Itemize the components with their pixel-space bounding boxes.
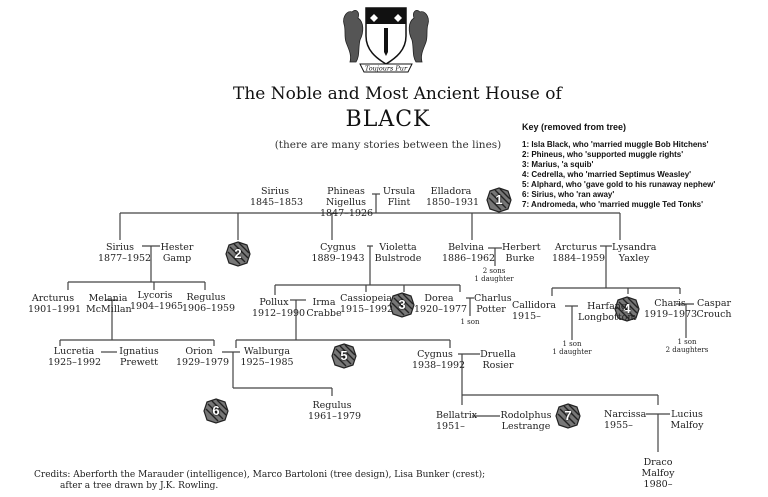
marker-number: 2 (234, 246, 242, 261)
removed-marker-1: 1 (486, 187, 512, 213)
removed-marker-5: 5 (331, 343, 357, 369)
removed-marker-4: 4 (614, 296, 640, 322)
key-item-2: 2: Phineus, who 'supported muggle rights… (522, 150, 684, 159)
key-heading: Key (removed from tree) (522, 122, 627, 132)
marker-number: 6 (212, 403, 220, 418)
key-legend: Key (removed from tree) 1: Isla Black, w… (522, 122, 764, 210)
key-item-1: 1: Isla Black, who 'married muggle Bob H… (522, 140, 709, 149)
marker-number: 5 (340, 348, 348, 363)
crest-motto: Toujours Pur (365, 65, 408, 73)
title-line-2: BLACK (345, 107, 431, 132)
removed-marker-6: 6 (203, 398, 229, 424)
removed-marker-7: 7 (555, 403, 581, 429)
removed-marker-3: 3 (389, 292, 415, 318)
marker-number: 1 (495, 192, 503, 207)
key-item-3: 3: Marius, 'a squib' (522, 160, 594, 169)
marker-number: 3 (398, 297, 406, 312)
marker-number: 4 (623, 301, 631, 316)
credits-line-2: after a tree drawn by J.K. Rowling. (60, 481, 219, 491)
removed-marker-2: 2 (225, 241, 251, 267)
title-line-1: The Noble and Most Ancient House of (233, 84, 562, 104)
key-item-6: 6: Sirius, who 'ran away' (522, 190, 615, 199)
subtitle: (there are many stories between the line… (274, 139, 502, 151)
key-item-5: 5: Alphard, who 'gave gold to his runawa… (522, 180, 716, 189)
key-item-4: 4: Cedrella, who 'married Septimus Weasl… (522, 170, 692, 179)
marker-number: 7 (564, 408, 572, 423)
key-item-7: 7: Andromeda, who 'married muggle Ted To… (522, 200, 704, 209)
black-family-crest: Toujours Pur (338, 2, 434, 78)
potter-children-note: 1 son (460, 318, 480, 326)
credits-line-1: Credits: Aberforth the Marauder (intelli… (34, 470, 486, 480)
credits: Credits: Aberforth the Marauder (intelli… (34, 470, 485, 492)
